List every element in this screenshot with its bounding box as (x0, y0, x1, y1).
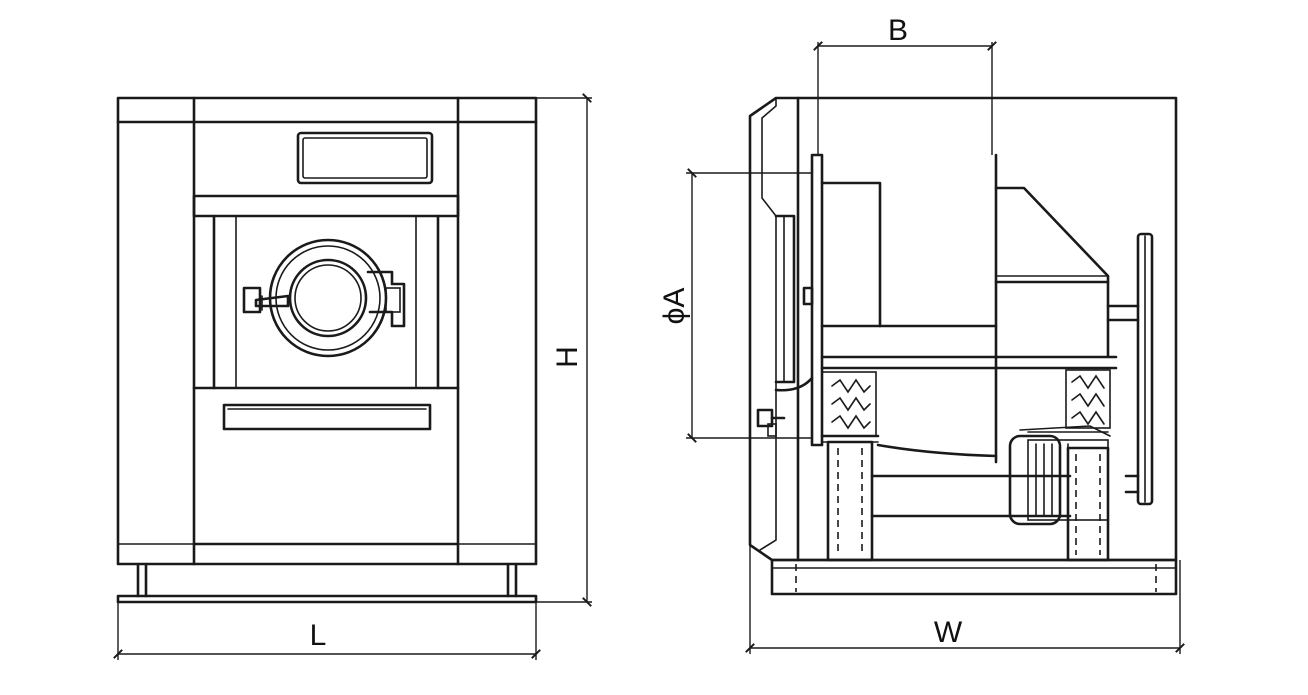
drum-front-plate (810, 153, 824, 447)
right-suspension-spring (1065, 369, 1111, 429)
length-label: L (310, 619, 327, 652)
front-view: L H (113, 93, 592, 660)
side-base-frame (770, 558, 1178, 596)
front-cabinet-outline (116, 96, 538, 566)
drive-pulley (1136, 232, 1154, 506)
door-porthole (242, 238, 406, 358)
lower-handle-bar (222, 403, 432, 431)
side-view: B ϕA W (658, 14, 1185, 654)
width-label: W (934, 616, 963, 649)
door-handle (254, 294, 290, 308)
control-display (296, 131, 434, 185)
left-support-leg (826, 440, 874, 562)
drum-diameter-label: ϕA (658, 288, 691, 325)
right-support-leg (1066, 446, 1110, 562)
front-base-plate (116, 594, 538, 604)
height-label: H (551, 346, 584, 368)
drum-depth-label: B (888, 14, 908, 47)
left-suspension-spring (821, 371, 877, 437)
side-cabinet-outline (748, 96, 1178, 562)
bearing-housing (994, 186, 1110, 358)
